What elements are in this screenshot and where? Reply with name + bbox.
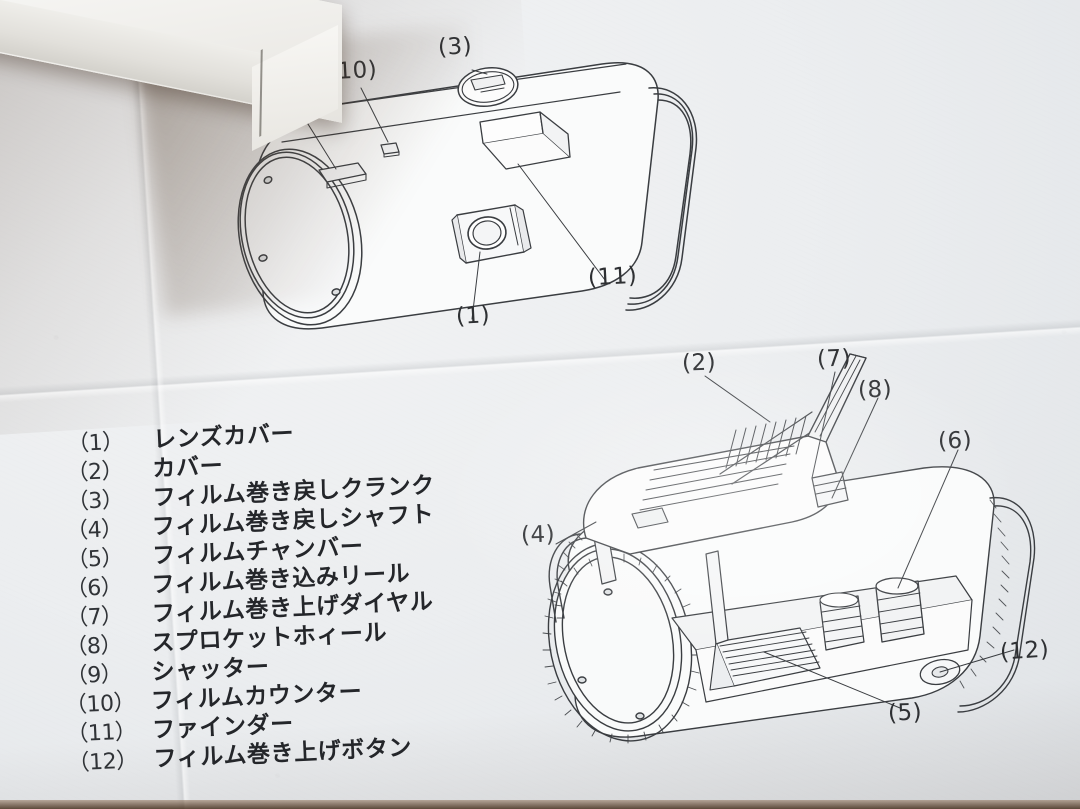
callout-8-bottom: (8) [857,376,893,404]
callout-6-bottom: (6) [937,427,973,455]
part-number: （12） [67,748,139,777]
callout-7-bottom: (7) [816,345,852,373]
callout-2-bottom: (2) [681,349,717,377]
callout-1-top: (1) [455,302,491,330]
bottom-edge-shadow [0,800,1080,809]
callout-12-bottom: (12) [999,636,1051,666]
parts-list: （1） レンズカバー （2） カバー （3） フィルム巻き戻しクランク （4） … [52,404,537,777]
callout-5-bottom: (5) [887,699,923,727]
bottom-camera-diagram [520,350,1060,750]
top-camera-diagram [190,30,710,330]
callout-11-top: (11) [587,262,638,292]
cardboard-box [0,0,380,200]
